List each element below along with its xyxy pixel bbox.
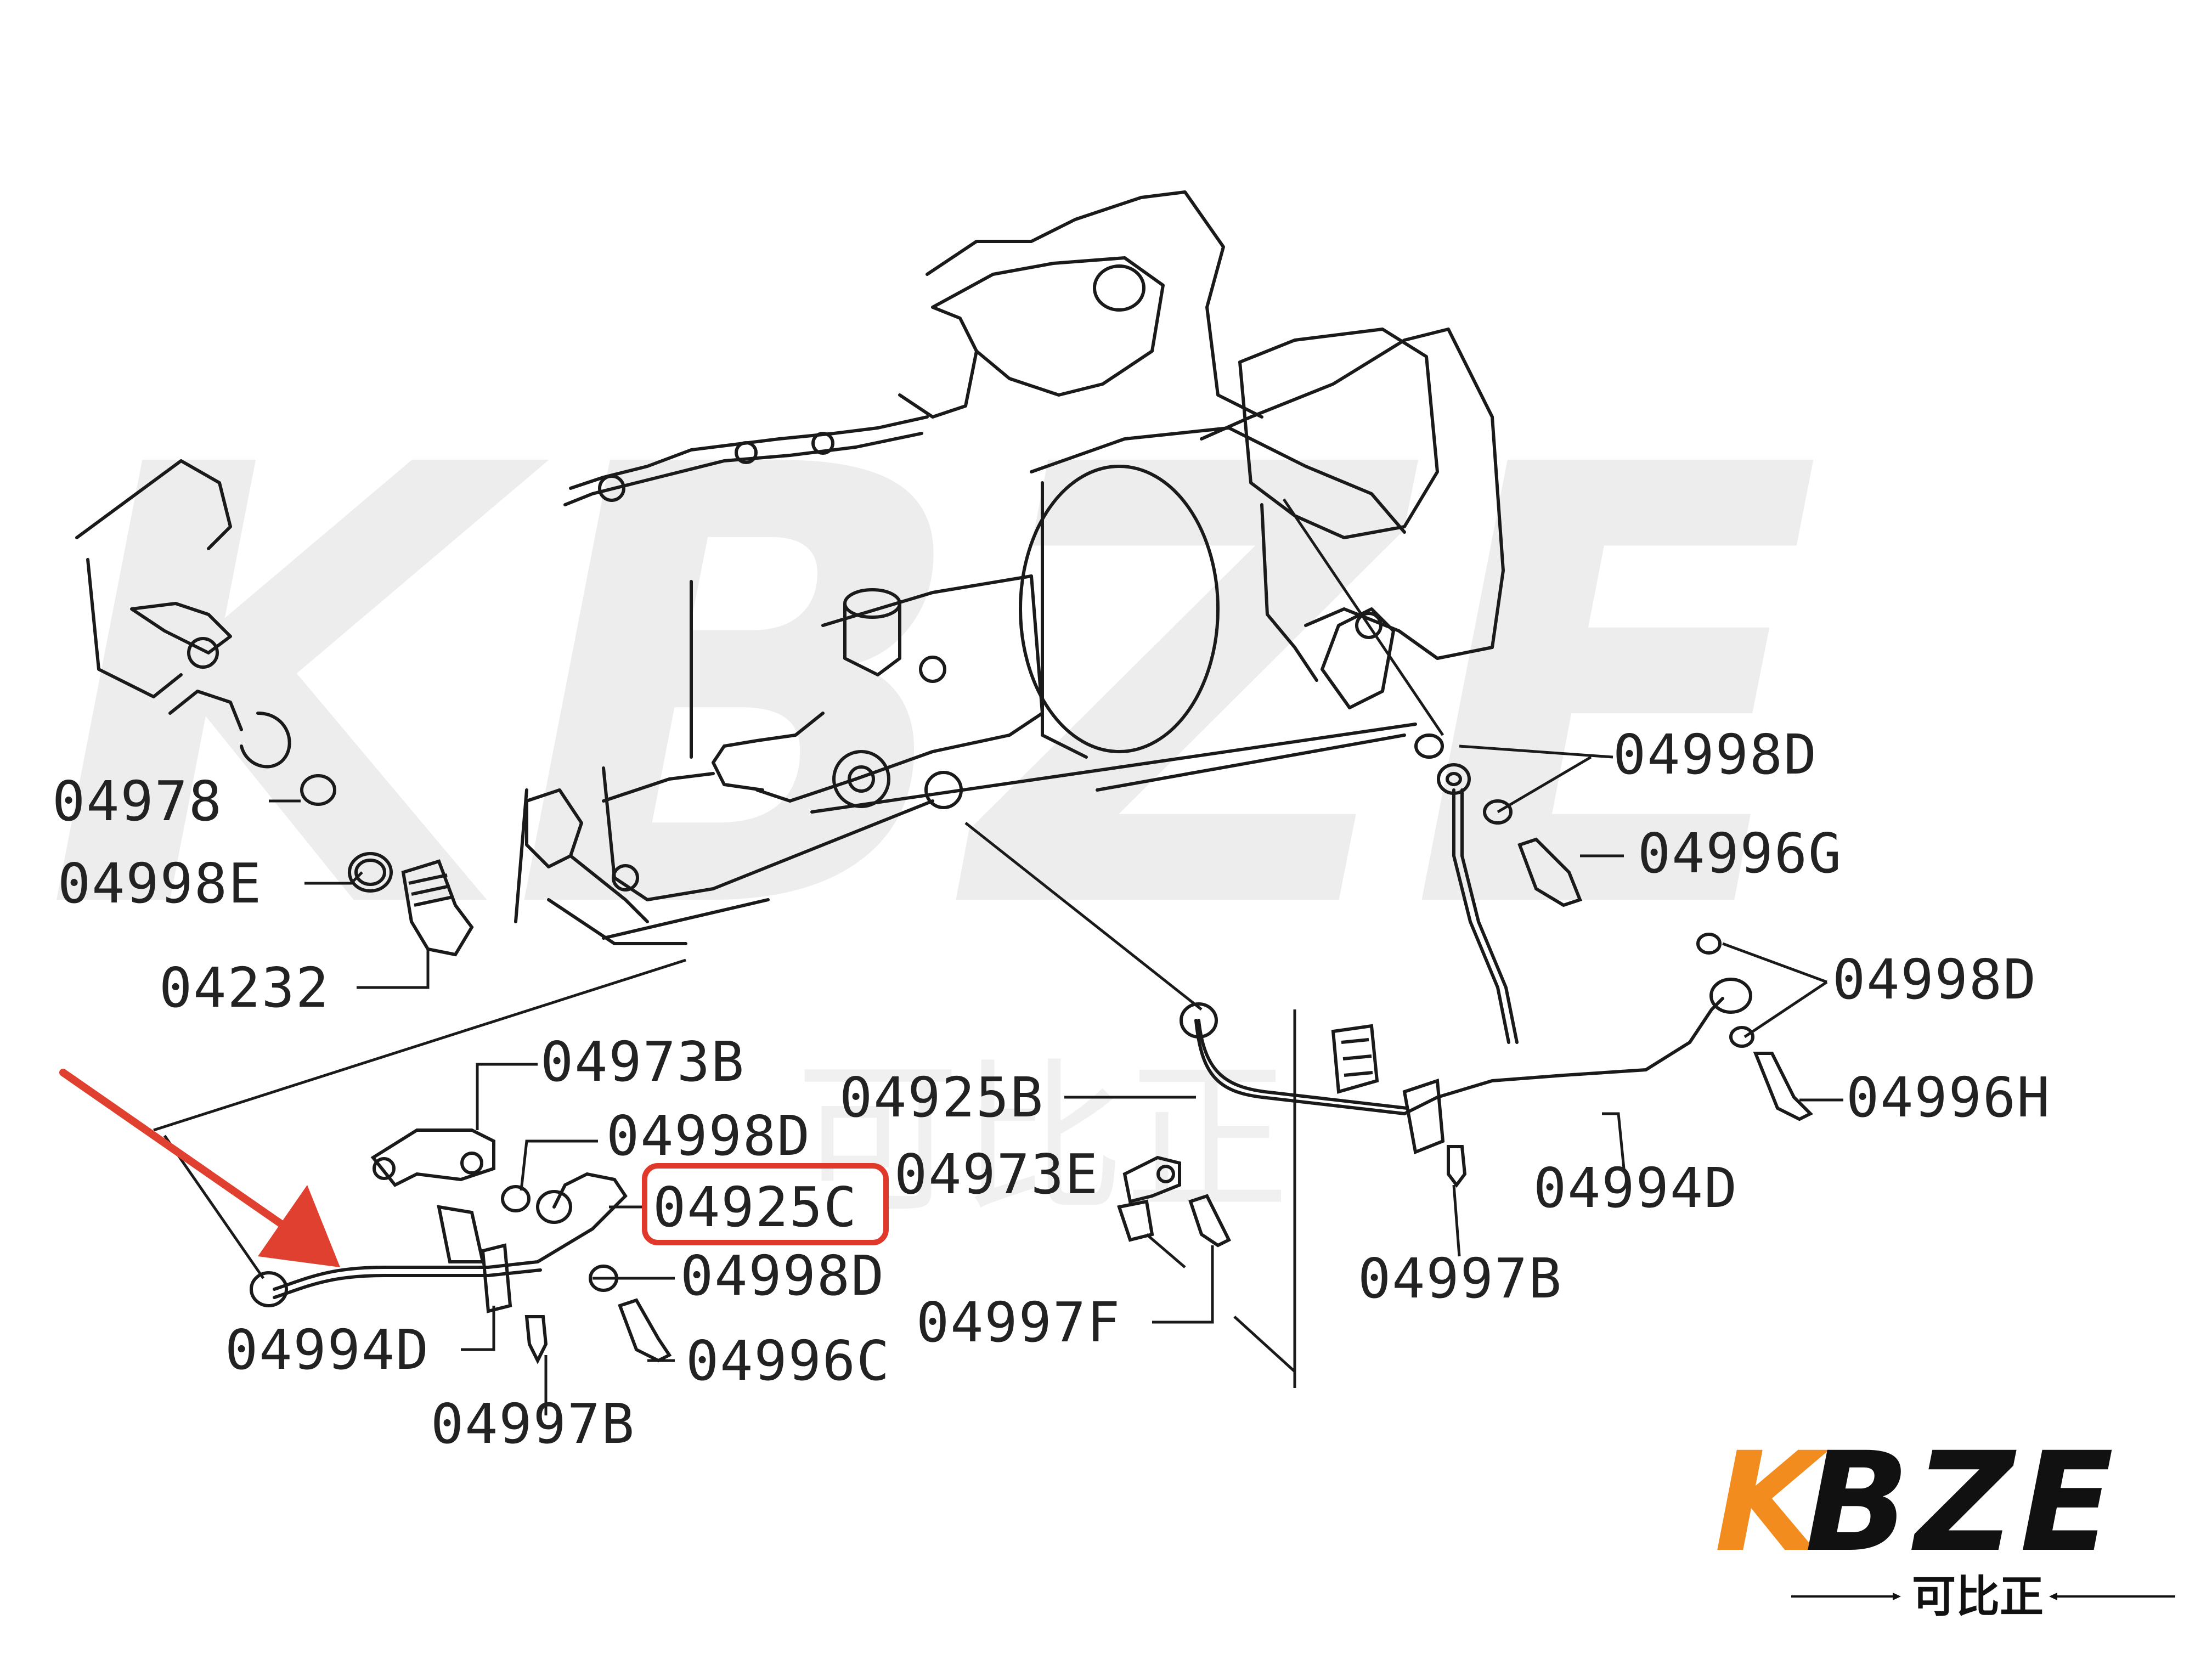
seal-04978	[300, 774, 336, 806]
brand-logo: K BZE 可比正	[1709, 1423, 2203, 1629]
bolt-04997B-left	[524, 1315, 548, 1364]
engine-assembly-drawing	[75, 190, 1505, 945]
watermark-subtext: 可比正	[795, 1043, 1289, 1235]
logo-letter-k: K	[1714, 1448, 1830, 1582]
part-label-04997b-left: 04997B	[431, 1392, 635, 1456]
banjo-fitting-left	[250, 1271, 288, 1307]
part-label-04973b: 04973B	[540, 1030, 745, 1094]
part-label-04998d-left-lower: 04998D	[680, 1244, 885, 1308]
bolt-04996G	[1517, 837, 1582, 907]
part-label-04925c: 04925C	[653, 1175, 857, 1239]
oil-lines	[250, 788, 1724, 1313]
clamp-04973E	[1122, 1155, 1181, 1204]
small-parts	[300, 733, 1814, 1364]
part-label-04997f: 04997F	[916, 1290, 1121, 1355]
part-label-04973e: 04973E	[894, 1142, 1099, 1206]
bolt-04996H	[1753, 1052, 1814, 1121]
kbze-logo: K BZE 可比正	[1714, 1423, 2175, 1622]
bolt-04997F	[1188, 1194, 1232, 1248]
part-label-04998d-left-upper: 04998D	[606, 1104, 811, 1168]
clip-04994D-right	[1402, 1078, 1445, 1155]
part-label-04998d-top: 04998D	[1613, 723, 1818, 787]
oring-04998E	[348, 852, 393, 893]
bolt-04996C	[618, 1298, 672, 1363]
part-label-04925b: 04925B	[839, 1065, 1044, 1130]
bolt-04997B-right	[1447, 1145, 1467, 1188]
part-label-04997b-right: 04997B	[1358, 1246, 1562, 1311]
clamp-04973B	[370, 1128, 495, 1187]
part-label-04994d-left: 04994D	[225, 1318, 430, 1382]
logo-letters-bze: BZE	[1805, 1448, 2119, 1582]
part-label-04998e: 04998E	[58, 851, 262, 916]
part-label-04978: 04978	[52, 769, 223, 833]
plug-04232	[401, 859, 474, 957]
red-arrow-icon	[59, 1069, 340, 1267]
part-label-04996g: 04996G	[1638, 821, 1842, 885]
part-label-04998d-right: 04998D	[1832, 947, 2037, 1012]
logo-subtext: 可比正	[1912, 1571, 2044, 1622]
part-label-04996h: 04996H	[1846, 1065, 2051, 1130]
background-watermark: KBZE 可比正	[44, 340, 1821, 1235]
part-label-04232: 04232	[159, 956, 330, 1020]
part-labels: 04978 04998E 04232 04998D 04996G 04998D …	[52, 723, 2051, 1456]
part-label-04996c: 04996C	[686, 1329, 890, 1393]
highlight-box	[642, 1163, 889, 1245]
clip-04994D-left	[481, 1243, 512, 1313]
watermark-text: KBZE	[44, 340, 1821, 1042]
part-label-04994d-right: 04994D	[1533, 1156, 1738, 1220]
leader-lines	[153, 498, 1843, 1415]
